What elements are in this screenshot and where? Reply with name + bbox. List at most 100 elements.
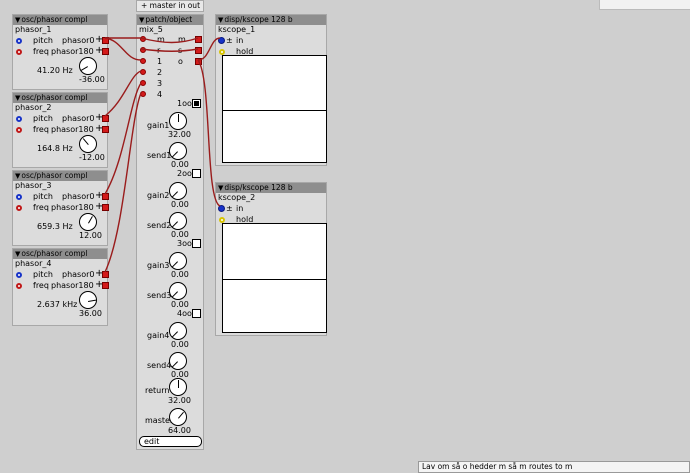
send4-knob[interactable] [169, 352, 187, 370]
phasor180-outlet-icon[interactable] [102, 282, 109, 289]
gain2-label: gain2 [147, 191, 170, 200]
collapse-triangle-icon[interactable]: ▼ [15, 172, 21, 180]
patch-wire-8[interactable] [197, 59, 221, 207]
phasor-instance-name: phasor_2 [15, 103, 52, 112]
hold-inlet-icon[interactable] [219, 49, 225, 55]
pitch-knob[interactable] [79, 213, 97, 231]
send1-value: 0.00 [171, 160, 189, 169]
edit-button[interactable]: edit [139, 436, 202, 447]
channel-4-toggle-label: 4oo [177, 309, 192, 318]
send1-knob[interactable] [169, 142, 187, 160]
collapse-triangle-icon[interactable]: ▼ [15, 250, 21, 258]
patch-wire-6[interactable] [140, 37, 199, 44]
plus-label: + [95, 34, 104, 45]
phasor180-outlet-icon[interactable] [102, 126, 109, 133]
channel-4-toggle[interactable] [192, 309, 201, 318]
pitch-inlet-icon[interactable] [16, 116, 22, 122]
return-knob[interactable] [169, 378, 187, 396]
phasor180-outlet-icon[interactable] [102, 48, 109, 55]
send2-label: send2 [147, 221, 172, 230]
pitch-inlet-icon[interactable] [16, 272, 22, 278]
patch-wire-4[interactable] [104, 92, 142, 273]
kscope-hold-row: hold [216, 214, 326, 225]
gain1-knob[interactable] [169, 112, 187, 130]
master-label: master [145, 416, 174, 425]
mixer-header[interactable]: ▼patch/object [137, 15, 203, 25]
phasor-header[interactable]: ▼osc/phasor compl [13, 15, 107, 25]
phasor-object-2[interactable]: ▼osc/phasor compl phasor_2 pitch phasor0… [12, 92, 109, 168]
channel-1-toggle-label: 1oo [177, 99, 192, 108]
phasor0-outlet-label: phasor0 [62, 192, 95, 201]
plus-label: + [95, 190, 104, 201]
send4-value: 0.00 [171, 370, 189, 379]
patch-wire-2[interactable] [104, 70, 142, 117]
mixer-inlet-2-icon[interactable] [140, 58, 146, 64]
freq-row: freq phasor180 + [13, 201, 109, 213]
mixer-inlet-3-label: 2 [157, 68, 163, 77]
plus-label: + [95, 201, 104, 212]
patch-wire-1[interactable] [104, 37, 142, 61]
phasor180-outlet-icon[interactable] [102, 204, 109, 211]
kscope-object-1[interactable]: ▼disp/kscope 128 b kscope_1 ± in hold [215, 14, 327, 166]
phasor-object-1[interactable]: ▼osc/phasor compl phasor_1 pitch phasor0… [12, 14, 109, 90]
pitch-inlet-icon[interactable] [16, 194, 22, 200]
mixer-inlet-3-icon[interactable] [140, 69, 146, 75]
phasor-header[interactable]: ▼osc/phasor compl [13, 249, 107, 259]
channel-2-toggle[interactable] [192, 169, 201, 178]
in-label: in [236, 204, 244, 213]
channel-1-toggle[interactable] [192, 99, 201, 108]
freq-row: freq phasor180 + [13, 124, 109, 135]
gain3-label: gain3 [147, 261, 170, 270]
send3-value: 0.00 [171, 300, 189, 309]
send2-knob[interactable] [169, 212, 187, 230]
phasor180-outlet-label: phasor180 [51, 281, 94, 290]
phasor-header[interactable]: ▼osc/phasor compl [13, 93, 107, 103]
in-inlet-icon[interactable] [218, 205, 225, 212]
kscope-object-2[interactable]: ▼disp/kscope 128 b kscope_2 ± in hold [215, 182, 327, 336]
hold-inlet-icon[interactable] [219, 217, 225, 223]
freq-row: freq phasor180 + [13, 46, 109, 57]
channel-3-toggle-label: 3oo [177, 239, 192, 248]
frequency-readout: 41.20 Hz [37, 66, 73, 75]
collapse-triangle-icon[interactable]: ▼ [218, 16, 224, 24]
phasor-object-3[interactable]: ▼osc/phasor compl phasor_3 pitch phasor0… [12, 170, 109, 246]
scope-midline [223, 110, 326, 111]
patch-wire-7[interactable] [197, 37, 221, 61]
pitch-knob[interactable] [79, 291, 97, 309]
pitch-knob-value: 36.00 [79, 309, 102, 318]
collapse-triangle-icon[interactable]: ▼ [139, 16, 145, 24]
collapse-triangle-icon[interactable]: ▼ [15, 16, 21, 24]
pitch-row: pitch phasor0 + [13, 113, 109, 124]
patch-wire-3[interactable] [104, 82, 142, 195]
collapse-triangle-icon[interactable]: ▼ [15, 94, 21, 102]
collapse-triangle-icon[interactable]: ▼ [218, 184, 224, 192]
freq-inlet-icon[interactable] [16, 205, 22, 211]
patch-wire-5[interactable] [140, 48, 199, 52]
pitch-inlet-icon[interactable] [16, 38, 22, 44]
channel-3-toggle[interactable] [192, 239, 201, 248]
phasor-header[interactable]: ▼osc/phasor compl [13, 171, 107, 181]
kscope-header[interactable]: ▼disp/kscope 128 b [216, 15, 326, 25]
master-knob[interactable] [169, 408, 187, 426]
pitch-knob[interactable] [79, 135, 97, 153]
in-inlet-icon[interactable] [218, 37, 225, 44]
gain3-knob[interactable] [169, 252, 187, 270]
gain2-knob[interactable] [169, 182, 187, 200]
plus-label: + [95, 268, 104, 279]
send3-knob[interactable] [169, 282, 187, 300]
phasor180-outlet-label: phasor180 [51, 125, 94, 134]
gain1-value: 32.00 [168, 130, 191, 139]
freq-inlet-icon[interactable] [16, 49, 22, 55]
freq-inlet-icon[interactable] [16, 283, 22, 289]
phasor-object-4[interactable]: ▼osc/phasor compl phasor_4 pitch phasor0… [12, 248, 109, 326]
kscope-header[interactable]: ▼disp/kscope 128 b [216, 183, 326, 193]
gain4-knob[interactable] [169, 322, 187, 340]
gain3-value: 0.00 [171, 270, 189, 279]
kscope-instance-name: kscope_1 [218, 25, 256, 34]
plus-label: + [95, 279, 104, 290]
pitch-knob[interactable] [79, 57, 97, 75]
plus-minus-label: ± [226, 36, 233, 45]
freq-inlet-icon[interactable] [16, 127, 22, 133]
mixer-outlet-1-icon[interactable] [195, 47, 202, 54]
